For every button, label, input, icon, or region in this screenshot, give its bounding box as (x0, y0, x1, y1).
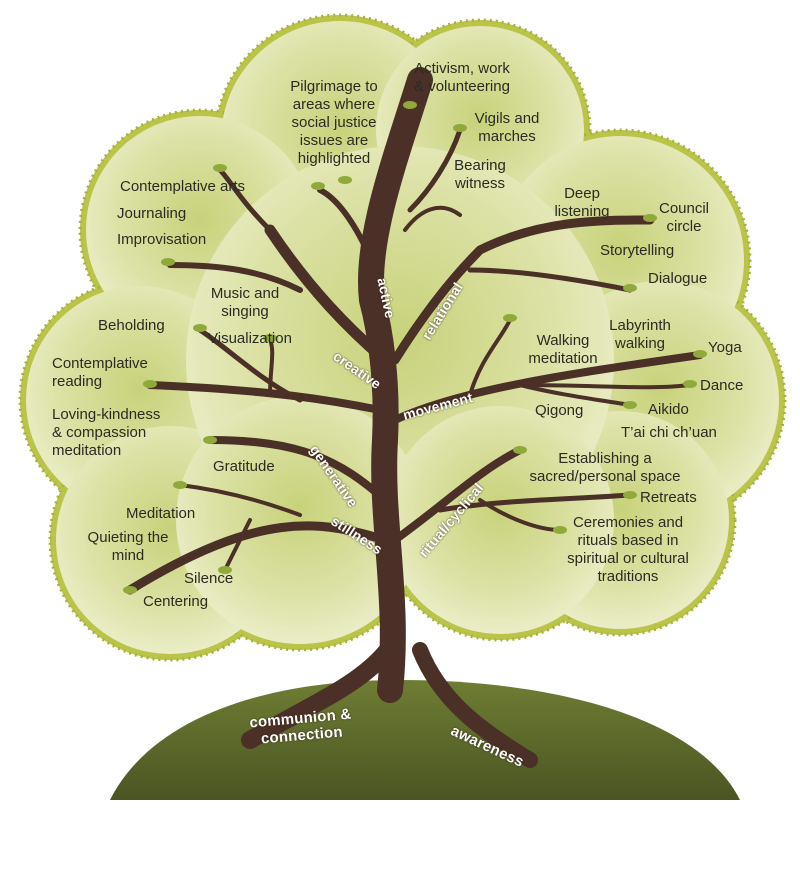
label-music: Music and singing (210, 285, 280, 320)
label-retreats: Retreats (640, 489, 697, 506)
label-contemplative-reading: Contemplative reading (52, 355, 148, 390)
label-bearing-witness: Bearing witness (454, 157, 506, 192)
label-loving-kindness: Loving-kindness & compassion meditation (52, 406, 161, 459)
label-aikido: Aikido (648, 401, 689, 418)
leaves (123, 101, 707, 594)
label-vigils: Vigils and marches (474, 110, 540, 145)
label-council-circle: Council circle (658, 200, 710, 235)
label-deep-listening: Deep listening (554, 185, 610, 220)
label-sacred-space: Establishing a sacred/personal space (529, 450, 681, 485)
branches (125, 67, 704, 768)
label-dialogue: Dialogue (648, 270, 708, 287)
label-journaling: Journaling (117, 205, 187, 222)
label-ceremonies: Ceremonies and rituals based in spiritua… (567, 514, 689, 585)
label-gratitude: Gratitude (213, 458, 275, 475)
label-centering: Centering (143, 593, 209, 610)
label-beholding: Beholding (98, 317, 165, 334)
label-storytelling: Storytelling (600, 242, 675, 259)
label-pilgrimage: Pilgrimage to areas where social justice… (290, 78, 378, 167)
label-improvisation: Improvisation (117, 231, 207, 248)
label-contemplative-arts: Contemplative arts (120, 178, 246, 195)
label-labyrinth: Labyrinth walking (609, 317, 671, 352)
label-silence: Silence (184, 570, 234, 587)
label-qigong: Qigong (535, 402, 584, 419)
label-quieting: Quieting the mind (87, 529, 169, 564)
label-yoga: Yoga (708, 339, 742, 356)
label-tai-chi: T’ai chi ch’uan (621, 424, 717, 441)
label-visualization: Visualization (208, 330, 292, 347)
hill (110, 680, 740, 800)
label-meditation: Meditation (126, 505, 196, 522)
label-dance: Dance (700, 377, 744, 394)
label-activism: Activism, work & volunteering (414, 60, 510, 95)
label-walking-meditation: Walking meditation (528, 332, 598, 367)
canopy (18, 13, 787, 662)
